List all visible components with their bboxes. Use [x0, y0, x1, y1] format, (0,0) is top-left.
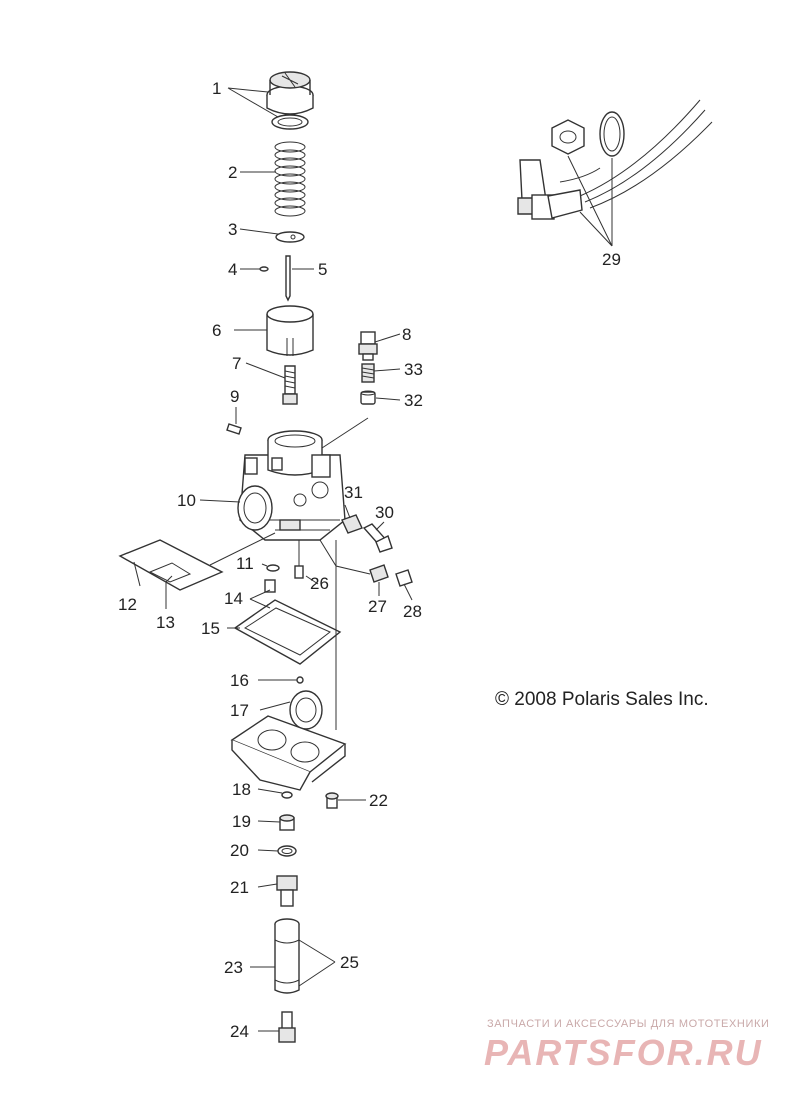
watermark-brand: PARTSFOR.RU — [484, 1032, 763, 1073]
part-23-tube — [274, 918, 300, 994]
part-27-spring — [369, 564, 389, 583]
callout-33: 33 — [404, 360, 423, 379]
part-31-spring — [341, 514, 363, 534]
part-24-fitting — [278, 1011, 296, 1043]
callout-26: 26 — [310, 574, 329, 593]
part-33-spring — [361, 363, 375, 383]
part-7-screw — [282, 365, 298, 405]
callout-13: 13 — [156, 613, 175, 632]
callout-2: 2 — [228, 163, 237, 182]
part-2-spring — [274, 141, 306, 217]
float-bowl — [230, 540, 347, 791]
callout-17: 17 — [230, 701, 249, 720]
callout-20: 20 — [230, 841, 249, 860]
callout-29: 29 — [602, 250, 621, 269]
copyright-notice: © 2008 Polaris Sales Inc. — [495, 689, 709, 710]
callout-22: 22 — [369, 791, 388, 810]
callout-9: 9 — [230, 387, 239, 406]
part-26-screw — [294, 540, 304, 579]
leader-lines — [133, 87, 613, 1032]
part-6-slide — [266, 305, 314, 356]
callout-10: 10 — [177, 491, 196, 510]
callout-7: 7 — [232, 354, 241, 373]
callout-19: 19 — [232, 812, 251, 831]
callout-21: 21 — [230, 878, 249, 897]
callout-16: 16 — [230, 671, 249, 690]
part-9-pin — [226, 423, 242, 435]
callout-24: 24 — [230, 1022, 249, 1041]
callout-28: 28 — [403, 602, 422, 621]
callout-15: 15 — [201, 619, 220, 638]
watermark: ЗАПЧАСТИ И АКСЕССУАРЫ ДЛЯ МОТОТЕХНИКИ PA… — [484, 1018, 769, 1073]
part-17-float — [289, 690, 323, 730]
part-28-screw — [395, 569, 413, 587]
part-29-fuel-valve — [517, 99, 713, 220]
part-19-plug — [279, 814, 295, 831]
adjust-screw-axis — [319, 539, 371, 575]
callout-5: 5 — [318, 260, 327, 279]
watermark-tagline: ЗАПЧАСТИ И АКСЕССУАРЫ ДЛЯ МОТОТЕХНИКИ — [487, 1018, 769, 1030]
callout-labels: 1 2 3 4 5 6 7 8 9 10 11 12 13 14 15 16 1… — [118, 79, 621, 1041]
part-30-screw — [362, 523, 393, 553]
part-15-gasket — [233, 599, 342, 665]
callout-6: 6 — [212, 321, 221, 340]
part-11-washer — [266, 564, 280, 572]
part-22-screw — [325, 792, 339, 809]
callout-32: 32 — [404, 391, 423, 410]
part-3-retainer — [275, 231, 305, 243]
part-5-needle — [285, 255, 291, 302]
callout-30: 30 — [375, 503, 394, 522]
callout-4: 4 — [228, 260, 237, 279]
part-1-cap — [266, 71, 314, 130]
part-20-oring — [277, 845, 297, 857]
callout-1: 1 — [212, 79, 221, 98]
callout-8: 8 — [402, 325, 411, 344]
callout-3: 3 — [228, 220, 237, 239]
part-4-clip — [259, 266, 269, 272]
callout-18: 18 — [232, 780, 251, 799]
callout-11: 11 — [236, 554, 254, 573]
callout-31: 31 — [344, 483, 363, 502]
callout-27: 27 — [368, 597, 387, 616]
part-18-washer — [281, 791, 293, 799]
part-12-bracket — [118, 532, 276, 591]
callout-25: 25 — [340, 953, 359, 972]
part-16-screw — [296, 676, 304, 684]
part-32-cap — [360, 390, 376, 405]
part-10-carb-body — [237, 417, 369, 541]
callout-12: 12 — [118, 595, 137, 614]
callout-14: 14 — [224, 589, 243, 608]
part-21-drain — [276, 875, 298, 907]
part-8-fitting — [358, 331, 378, 361]
callout-23: 23 — [224, 958, 243, 977]
